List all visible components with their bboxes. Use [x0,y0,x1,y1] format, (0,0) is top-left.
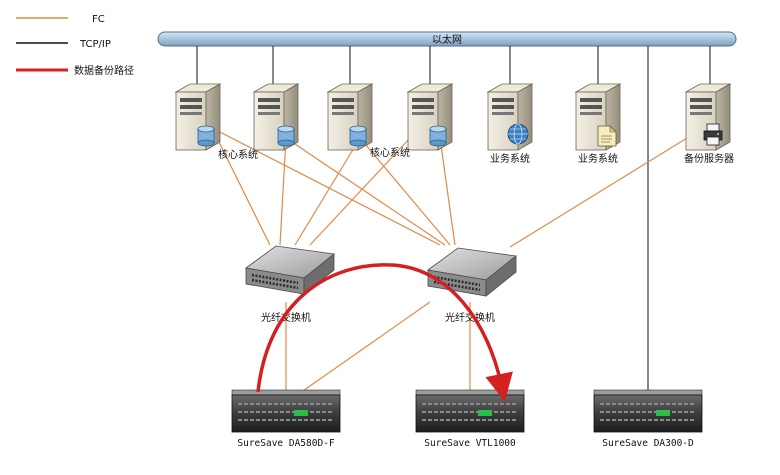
drive-bay [332,112,354,115]
storage-label: SureSave DA580D-F [237,438,335,449]
storage-front [415,394,525,433]
fibre-switch [245,245,335,295]
storage-array [231,389,341,433]
drive-bay [258,112,280,115]
disk-icon [429,125,447,147]
storage-top [231,389,341,396]
server-labels: 核心系统 核心系统 业务系统 业务系统 备份服务器 [218,146,734,165]
drive-bay [180,98,202,102]
fc-link [359,137,451,246]
drive-bay [492,112,514,115]
document-icon [597,125,617,147]
server-label: 业务系统 [490,152,530,165]
storage-top [593,389,703,396]
server-label: 业务系统 [578,152,618,165]
legend: FC TCP/IP 数据备份路径 [16,14,134,77]
drive-bay [492,98,514,102]
switch-side [303,253,335,295]
drive-bay [580,98,602,102]
drive-bay [690,112,712,115]
fc-link [294,137,361,246]
drive-bay [258,98,280,102]
fc-link [309,137,411,246]
fc-link [299,301,431,394]
drive-bay [412,112,434,115]
legend-tcpip-label: TCP/IP [79,39,111,50]
switch-label: 光纤交换机 [261,311,311,324]
fibre-switch [427,247,517,297]
fc-connections [211,127,701,394]
storage-front [593,394,703,433]
printer-icon [703,123,723,146]
server [684,83,732,151]
drive-bay [580,105,602,109]
backup-path-arrow [256,263,513,402]
server-group [174,83,732,151]
ethernet-bus-pipe [157,31,737,47]
fc-link [211,127,271,246]
drive-bay [412,105,434,109]
globe-icon [507,123,529,145]
fc-link [279,137,287,246]
drive-bay [580,112,602,115]
switch-side [485,255,517,297]
storage-group: SureSave DA580D-F SureSave VTL1000 SureS… [231,389,703,449]
storage-label: SureSave VTL1000 [424,438,516,449]
server [326,83,374,151]
drive-bay [492,105,514,109]
status-panel [294,410,308,416]
drive-bay [332,98,354,102]
fc-link [439,137,456,246]
legend-fc-label: FC [92,14,105,25]
server [252,83,300,151]
drive-bay [332,105,354,109]
status-panel [478,410,492,416]
fc-link [211,127,441,246]
ethernet-bus: 以太网 [157,31,737,47]
server [574,83,622,151]
server [174,83,222,151]
drive-bay [180,112,202,115]
fc-link [285,137,446,246]
storage-top [415,389,525,396]
disk-icon [197,125,215,147]
storage-array [415,389,525,433]
storage-label: SureSave DA300-D [602,438,694,449]
server [406,83,454,151]
storage-front [231,394,341,433]
disk-icon [277,125,295,147]
server-label: 备份服务器 [684,152,734,165]
server-label: 核心系统 [218,148,258,161]
legend-backup-path-label: 数据备份路径 [74,64,134,77]
drive-bay [258,105,280,109]
switch-group: 光纤交换机 光纤交换机 [245,245,517,324]
disk-icon [349,125,367,147]
fc-link [509,129,701,248]
server-label: 核心系统 [370,146,410,159]
server [486,83,534,151]
drive-bay [690,98,712,102]
drive-bay [412,98,434,102]
tcpip-connections [196,46,711,393]
drive-bay [690,105,712,109]
drive-bay [180,105,202,109]
switch-label: 光纤交换机 [445,311,495,324]
ethernet-label: 以太网 [432,33,462,46]
storage-array [593,389,703,433]
status-panel [656,410,670,416]
